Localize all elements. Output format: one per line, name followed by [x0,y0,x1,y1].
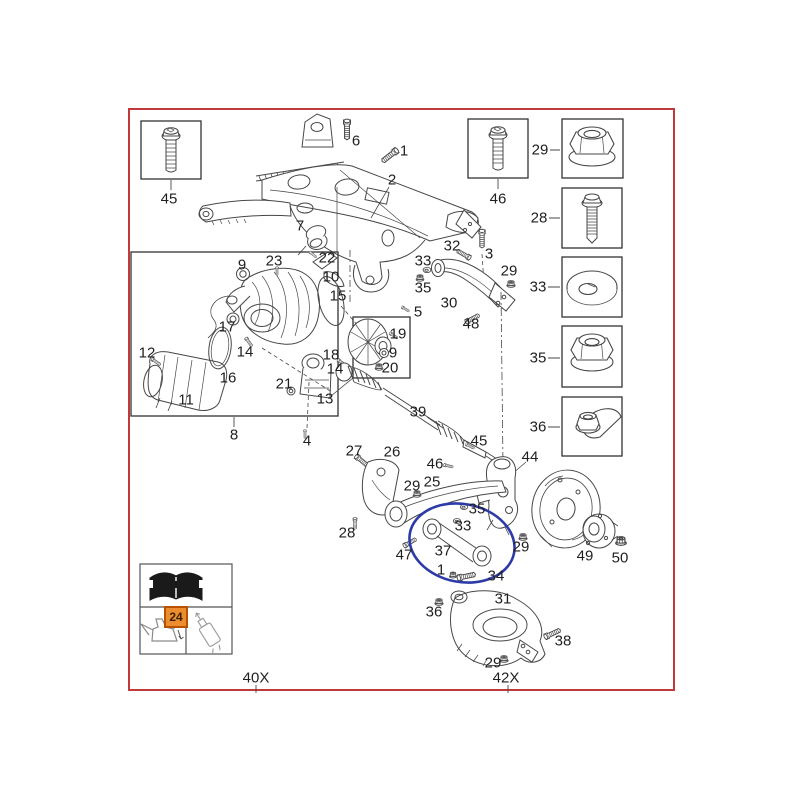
part-label-20: 20 [381,359,399,377]
upper-control-arm [343,118,516,326]
part-label-8: 8 [229,426,239,444]
axle-shaft [303,362,498,469]
part-label-1: 1 [399,142,409,160]
part-label-29: 29 [512,538,530,556]
part-label-14: 14 [236,343,254,361]
lower-control-arm [434,590,563,667]
part-label-29: 29 [484,654,502,672]
part-label-32: 32 [443,237,461,255]
diagram-red-border [128,108,675,691]
part-label-5: 5 [413,303,423,321]
part-label-29: 29 [403,477,421,495]
group-label-40x: 40X [242,669,270,687]
flange-bolt-46-icon [488,126,508,171]
lower-links [352,452,528,582]
part-label-9: 9 [388,344,398,362]
part-label-11: 11 [178,391,194,409]
part-label-46: 46 [426,455,444,473]
part-label-28: 28 [338,524,356,542]
differential-assembly [130,250,360,427]
subframe-crossmember [198,113,482,293]
part-label-50: 50 [611,549,629,567]
part-label-46: 46 [489,190,507,208]
part-label-36: 36 [529,418,547,436]
knuckle-and-hub [476,291,627,549]
locknut-35-icon [570,333,614,372]
part-label-7: 7 [295,217,305,235]
part-label-15: 15 [329,287,347,305]
leader-ticks [170,149,560,693]
part-label-49: 49 [576,547,594,565]
part-label-38: 38 [554,632,572,650]
part-label-35: 35 [529,349,547,367]
group-label-42x: 42X [492,669,520,687]
part-label-25: 25 [423,473,441,491]
part-label-44: 44 [521,448,539,466]
part-label-17: 17 [218,318,236,336]
part-label-35: 35 [414,279,432,297]
part-label-35: 35 [468,500,486,518]
flange-screw-28-icon [581,193,603,244]
sealant-bottle-icon [195,612,221,655]
part-label-33: 33 [529,278,547,296]
part-label-28: 28 [530,209,548,227]
part-label-36: 36 [425,603,443,621]
part-label-9: 9 [237,256,247,274]
part-label-19: 19 [389,325,407,343]
part-label-37: 37 [434,542,452,560]
part-label-23: 23 [265,252,283,270]
part-label-34: 34 [487,567,505,585]
part-label-16: 16 [219,369,237,387]
retainer-nut-36-icon [575,408,622,439]
part-label-29: 29 [500,262,518,280]
part-label-14: 14 [326,360,344,378]
part-label-12: 12 [138,344,156,362]
part-label-47: 47 [395,546,413,564]
manual-wrench-icon [146,572,206,601]
washer-33-icon [566,270,618,306]
part-label-13: 13 [316,390,334,408]
part-label-45: 45 [160,190,178,208]
legend-badge-24: 24 [164,606,188,628]
part-label-27: 27 [345,442,363,460]
part-label-22: 22 [318,249,336,267]
part-label-39: 39 [409,403,427,421]
part-label-30: 30 [440,294,458,312]
part-label-33: 33 [414,252,432,270]
part-label-26: 26 [383,443,401,461]
part-label-2: 2 [387,171,397,189]
part-label-29: 29 [531,141,549,159]
highlight-ellipse [408,502,516,584]
part-label-10: 10 [322,268,340,286]
part-label-45: 45 [470,432,488,450]
part-label-18: 18 [322,346,340,364]
part-label-1: 1 [436,561,446,579]
part-label-6: 6 [351,132,361,150]
legend-boxes [140,118,624,457]
flange-nut-29-icon [568,126,616,167]
part-label-21: 21 [275,375,293,393]
part-label-31: 31 [494,590,512,608]
part-label-33: 33 [454,517,472,535]
flange-bolt-45-icon [161,127,181,173]
part-label-3: 3 [484,245,494,263]
coupling-clutch [330,250,411,397]
part-label-48: 48 [462,315,480,333]
part-label-4: 4 [302,432,312,450]
